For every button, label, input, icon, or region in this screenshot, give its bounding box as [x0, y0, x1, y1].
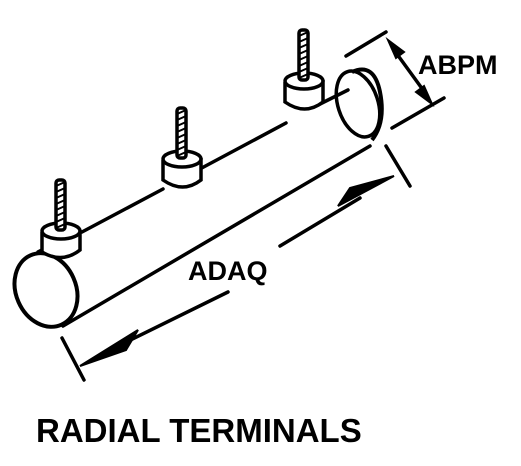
length-extension-line-right: [384, 144, 412, 188]
threaded-wire-right: [297, 28, 310, 82]
length-arrowhead-right: [337, 175, 395, 207]
terminal-right: [283, 28, 325, 111]
length-arrowhead-left: [79, 329, 139, 367]
diameter-arrowhead-top: [385, 36, 406, 60]
diameter-extension-line-top: [344, 30, 388, 58]
cylinder-right-end-cap: [334, 67, 384, 142]
diameter-dimension-label: ABPM: [418, 50, 498, 80]
length-dimension-label: ADAQ: [188, 256, 268, 286]
diagram-caption: RADIAL TERMINALS: [36, 412, 362, 449]
length-extension-line-left: [60, 336, 86, 382]
cylinder-left-end-cap: [12, 251, 80, 329]
terminal-middle: [161, 106, 203, 189]
diameter-dimension-line: [392, 48, 428, 96]
diameter-dimension: [344, 30, 446, 130]
threaded-wire-left: [54, 178, 67, 232]
length-dimension: [60, 144, 412, 382]
threaded-wire-middle: [175, 106, 188, 160]
terminal-left: [40, 178, 82, 260]
diameter-arrowhead-bottom: [414, 84, 435, 108]
length-dimension-line-right: [278, 196, 362, 248]
diameter-extension-line-bottom: [390, 96, 446, 130]
cylinder-body: [36, 88, 372, 328]
